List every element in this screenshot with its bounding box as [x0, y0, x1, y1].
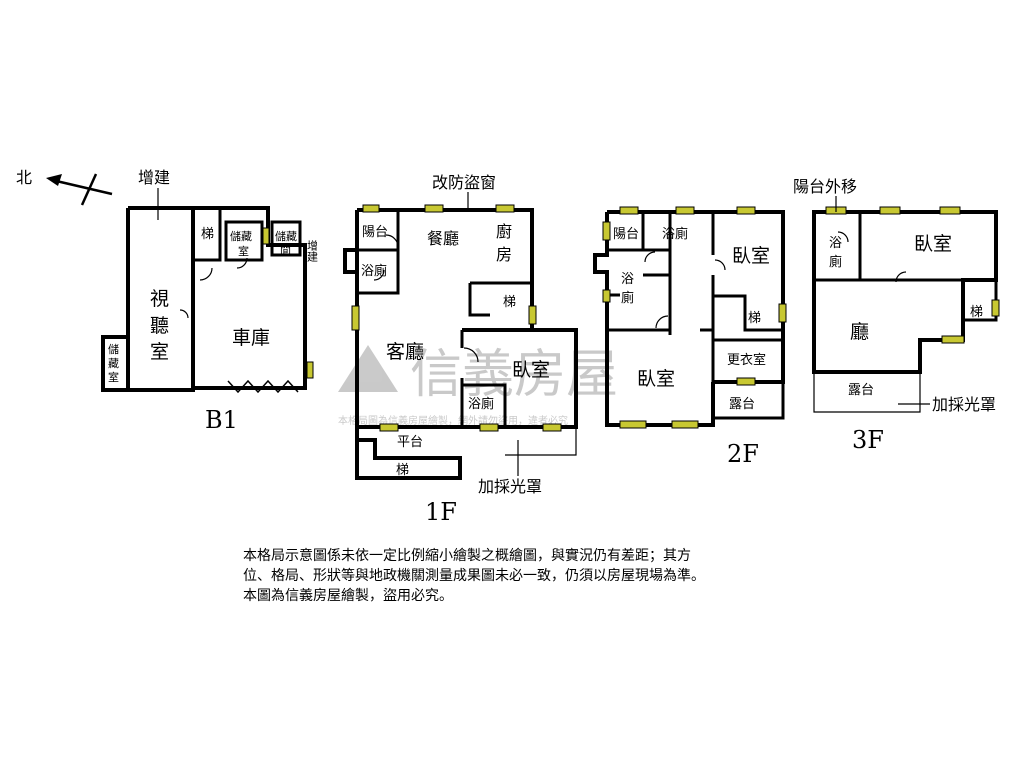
1f-room-kitchen-1: 廚: [496, 222, 512, 241]
3f-room-bath-1: 浴: [829, 236, 842, 251]
1f-room-living: 客廳: [386, 341, 424, 363]
1f-room-kitchen-2: 房: [496, 245, 512, 264]
disclaimer-line-2: 位、格局、形狀等與地政機關測量成果圖未必一致，仍須以房屋現場為準。: [243, 568, 705, 584]
floor-2f-labels: 陽台 浴廁 臥室 浴 廁 梯 更衣室 臥室 露台 2F: [613, 226, 770, 468]
1f-room-dining: 餐廳: [427, 229, 459, 248]
watermark-brand: 信義房屋: [410, 345, 618, 405]
1f-room-bedroom: 臥室: [512, 359, 550, 381]
2f-room-stair: 梯: [748, 311, 761, 326]
b1-room-living-2: 聽: [150, 315, 169, 337]
1f-floor-label: 1F: [425, 498, 457, 526]
floor-1f: [343, 204, 578, 480]
b1-room-storage-a2: 室: [238, 244, 249, 258]
2f-room-bath-b2: 廁: [621, 290, 634, 306]
b1-room-storage-c: 儲: [108, 343, 119, 356]
disclaimer-line-1: 本格局示意圖係未依一定比例縮小繪製之概繪圖，與實況仍有差距；其方: [243, 548, 691, 564]
floor-3f: [812, 206, 1000, 413]
2f-room-bath-a: 浴廁: [662, 226, 688, 242]
b1-floor-label: B1: [205, 406, 238, 434]
b1-room-storage-c3: 室: [108, 370, 119, 384]
2f-room-terrace: 露台: [729, 397, 755, 412]
3f-room-bedroom: 臥室: [914, 233, 952, 255]
watermark-logo-icon: [338, 345, 398, 392]
3f-room-hall: 廳: [850, 321, 869, 343]
b1-room-garage: 車庫: [232, 327, 270, 349]
2f-floor-label: 2F: [727, 440, 759, 468]
b1-room-living-1: 視: [150, 288, 169, 310]
2f-room-balcony: 陽台: [613, 227, 639, 242]
b1-room-addition: 增建: [138, 168, 170, 187]
1f-note-anti-theft: 改防盜窗: [432, 173, 496, 192]
3f-room-stair: 梯: [970, 305, 983, 320]
disclaimer-note: 本格局示意圖係未依一定比例縮小繪製之概繪圖，與實況仍有差距；其方 位、格局、形狀…: [243, 546, 813, 606]
b1-room-addition-side: 增建: [306, 239, 319, 263]
3f-floor-label: 3F: [852, 426, 884, 454]
floor-2f: [593, 206, 787, 429]
b1-room-storage-b2: 間: [280, 243, 291, 256]
1f-room-balcony: 陽台: [362, 225, 388, 240]
3f-note-skylight: 加採光罩: [932, 395, 996, 414]
1f-room-bath-a: 浴廁: [361, 263, 387, 279]
compass-north-label: 北: [16, 168, 32, 187]
floor-1f-labels: 改防盜窗 陽台 餐廳 廚 房 浴廁 梯 客廳 臥室 浴廁 平台 梯 加採光罩 1…: [361, 173, 550, 526]
3f-note-balcony-moved: 陽台外移: [793, 177, 857, 196]
floor-b1: [101, 206, 314, 394]
1f-room-terrace: 平台: [397, 435, 423, 450]
2f-room-bedroom-a: 臥室: [732, 245, 770, 267]
floor-b1-labels: 增建 梯 儲藏 室 儲藏 間 增建 視 聽 室 車庫 儲 藏 室 B1: [108, 168, 319, 434]
north-arrow-icon: [46, 174, 62, 186]
north-compass: 北: [16, 168, 113, 206]
1f-note-skylight: 加採光罩: [478, 477, 542, 496]
b1-room-living-3: 室: [150, 341, 169, 363]
2f-room-closet: 更衣室: [727, 352, 766, 368]
b1-room-storage-c2: 藏: [108, 357, 119, 370]
3f-room-terrace: 露台: [848, 383, 874, 398]
1f-room-stair: 梯: [503, 295, 516, 310]
1f-room-stair-b: 梯: [396, 463, 409, 478]
2f-room-bedroom-b: 臥室: [637, 368, 675, 390]
3f-room-bath-2: 廁: [829, 254, 842, 270]
b1-room-storage-b: 儲藏: [275, 230, 297, 243]
b1-room-storage-a: 儲藏: [230, 230, 252, 243]
disclaimer-line-3: 本圖為信義房屋繪製，盜用必究。: [243, 588, 453, 604]
b1-room-stair: 梯: [201, 227, 214, 242]
floor-3f-labels: 陽台外移 浴 廁 臥室 廳 梯 露台 加採光罩 3F: [793, 177, 996, 454]
1f-room-bath-b: 浴廁: [468, 396, 494, 412]
2f-room-bath-b1: 浴: [621, 272, 634, 287]
